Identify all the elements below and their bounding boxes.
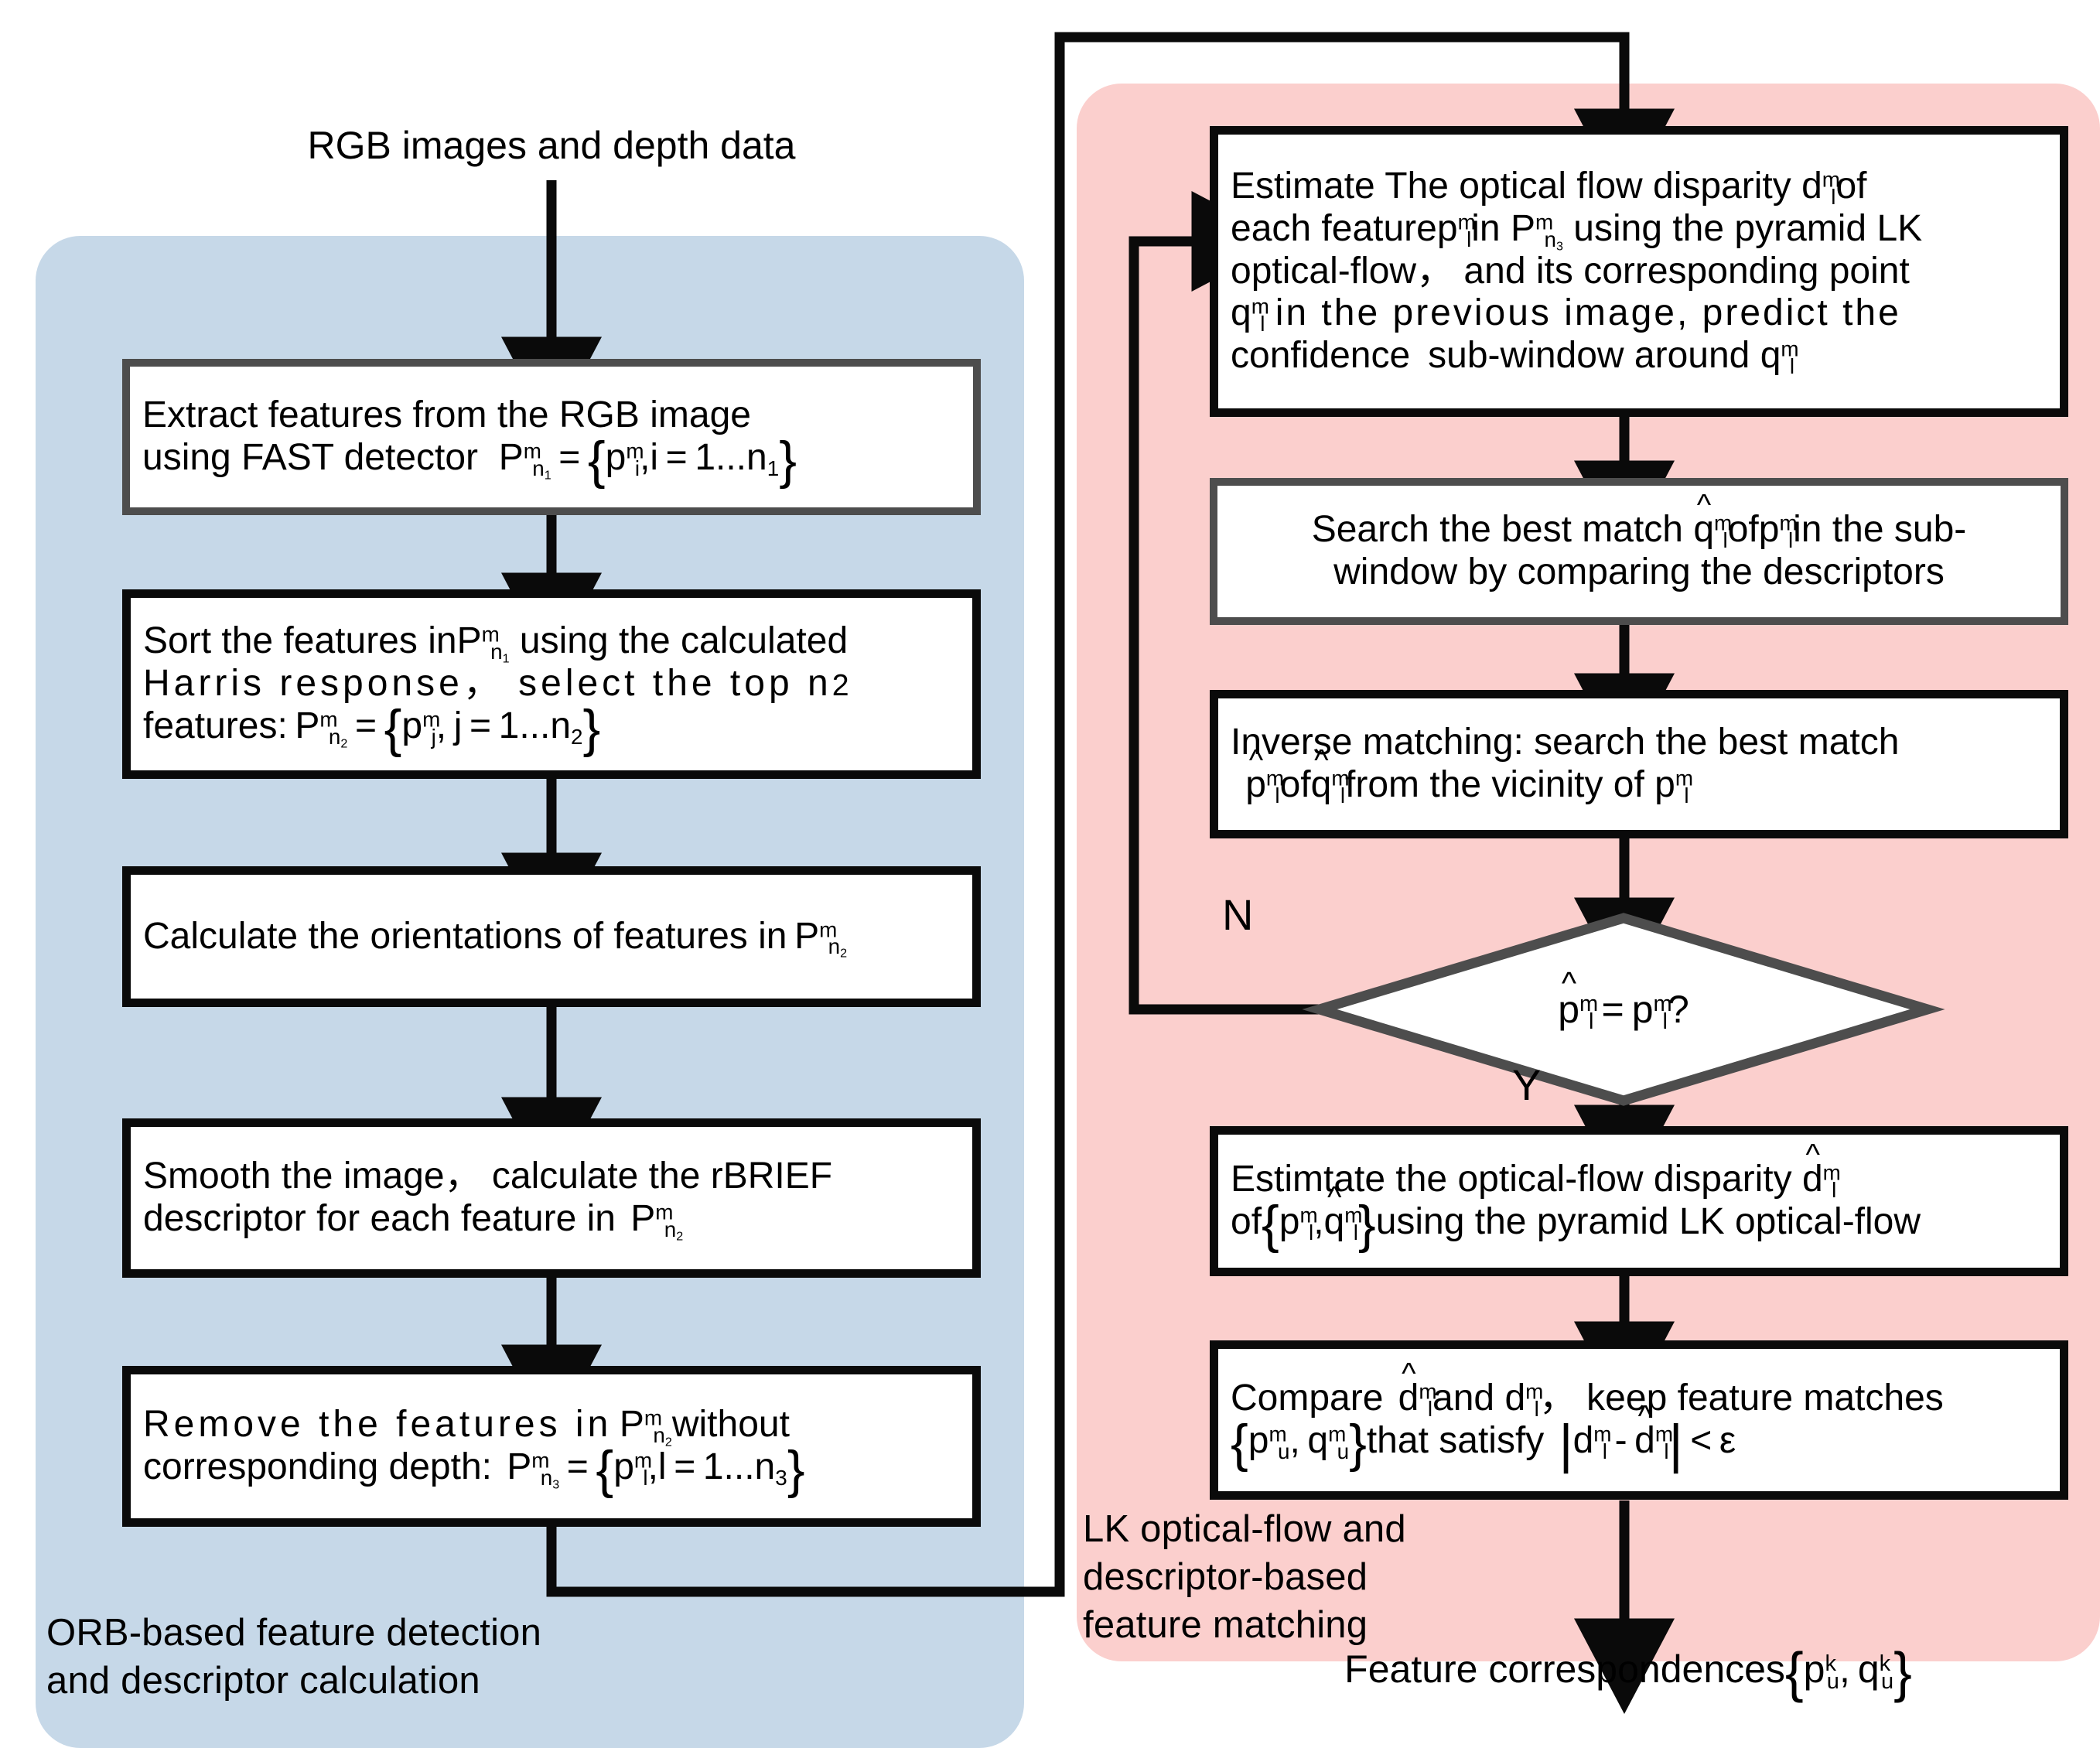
node-estimate-disparity-hat[interactable]: Estimtate the optical-flow disparity dml… (1210, 1126, 2068, 1276)
node-calculate-orientations-text: Calculate the orientations of features i… (143, 915, 848, 961)
node-inverse-matching-text: Inverse matching: search the best match … (1218, 722, 2060, 806)
node-decision-match-check-text: pml = pml? (1320, 918, 1928, 1101)
branch-label-yes: Y (1512, 1060, 1542, 1109)
node-inverse-matching[interactable]: Inverse matching: search the best match … (1210, 690, 2068, 838)
node-compare-disparities-text: Compare dmland dml， keep feature matches… (1218, 1378, 2060, 1470)
node-search-best-match-text: Search the best match qmlofpmlin the sub… (1217, 509, 2061, 593)
panel-left-caption: ORB-based feature detection and descript… (46, 1612, 542, 1702)
output-label: Feature correspondences{pku, qku} (1344, 1642, 1912, 1704)
node-estimate-disparity-text: Estimate The optical flow disparity dmlo… (1231, 166, 1923, 378)
panel-right-caption: LK optical-flow and descriptor-based fea… (1083, 1508, 1406, 1647)
node-estimate-disparity[interactable]: Estimate The optical flow disparity dmlo… (1210, 126, 2068, 417)
entry-label: RGB images and depth data (307, 124, 796, 167)
node-estimate-disparity-hat-text: Estimtate the optical-flow disparity dml… (1218, 1159, 2060, 1251)
node-compare-disparities[interactable]: Compare dmland dml， keep feature matches… (1210, 1340, 2068, 1500)
node-sort-features-text: Sort the features inPmn1 using the calcu… (143, 620, 849, 758)
node-decision-match-check[interactable]: pml = pml? (1320, 918, 1928, 1101)
node-calculate-orientations[interactable]: Calculate the orientations of features i… (122, 866, 981, 1007)
node-search-best-match[interactable]: Search the best match qmlofpmlin the sub… (1210, 478, 2068, 625)
node-sort-features[interactable]: Sort the features inPmn1 using the calcu… (122, 589, 981, 779)
branch-label-no: N (1222, 890, 1254, 939)
